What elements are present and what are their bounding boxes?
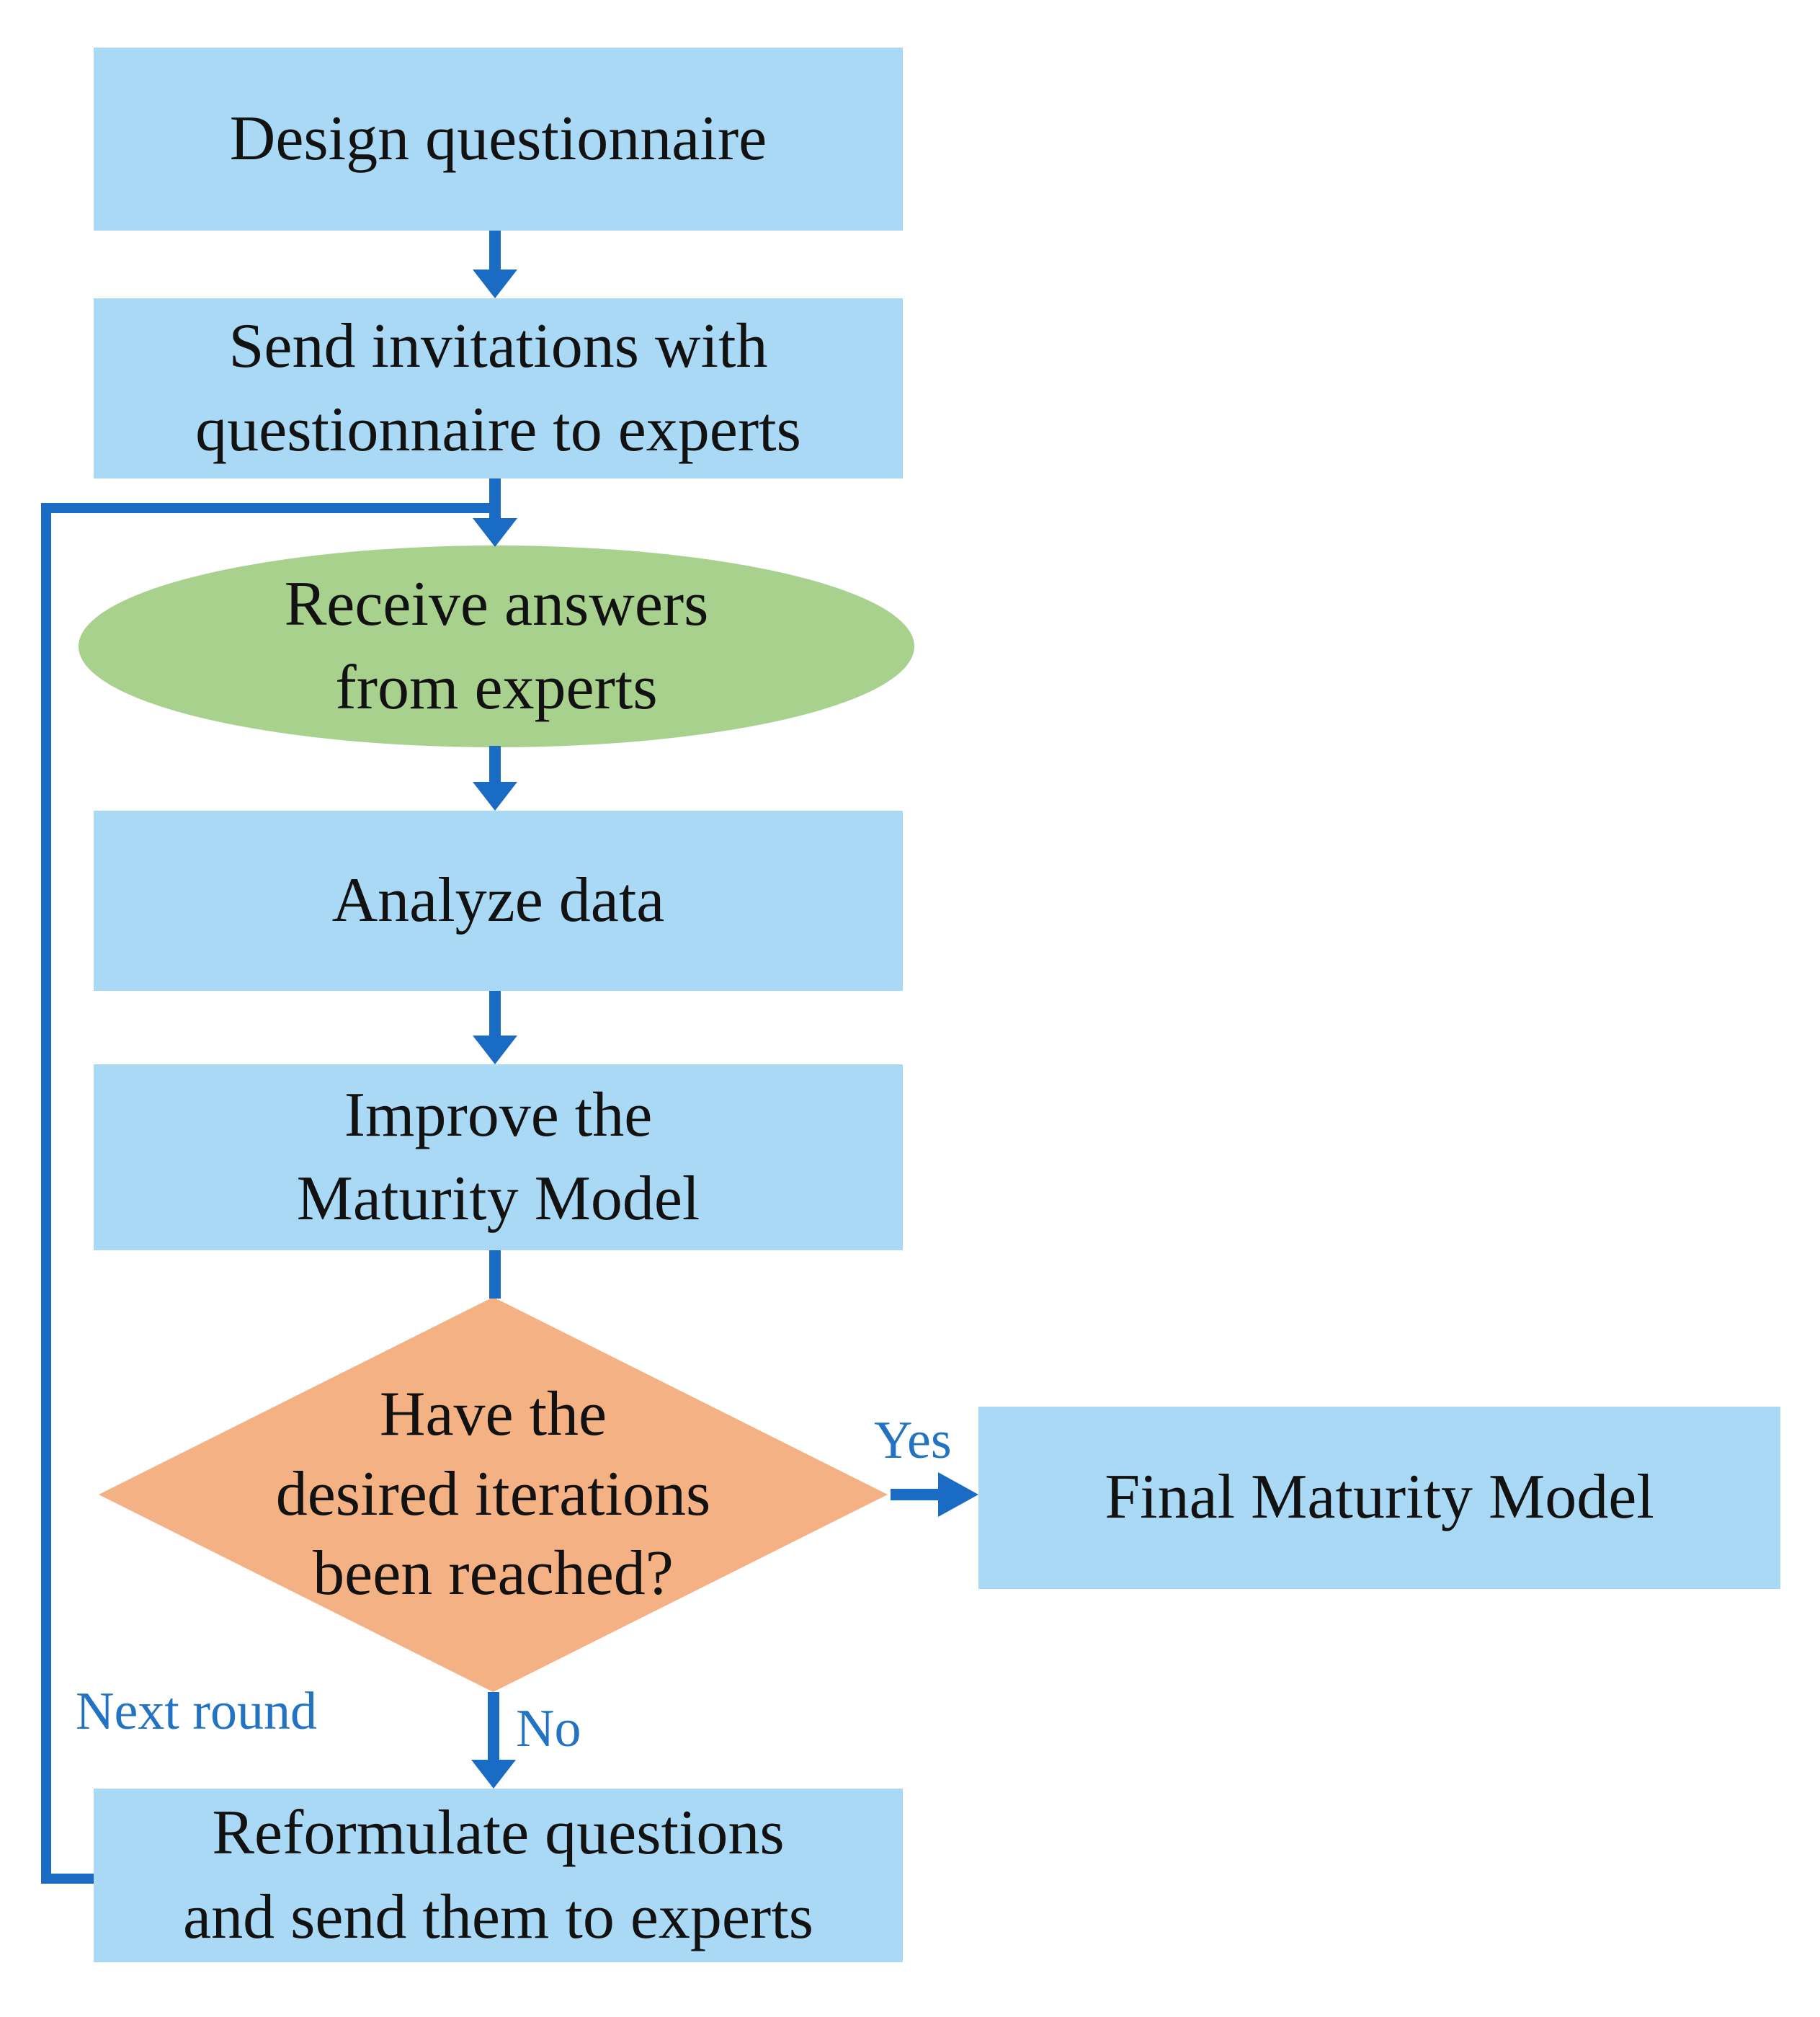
process-improve-maturity-model: Improve the Maturity Model [94, 1064, 903, 1250]
decision-iterations-reached-label: Have the desired iterations been reached… [275, 1379, 711, 1609]
arrow-send-to-receive-head [473, 518, 517, 547]
process-design-questionnaire-label: Design questionnaire [229, 103, 767, 174]
arrow-decision-yes-shaft [891, 1489, 941, 1500]
arrow-send-to-receive-shaft [489, 478, 501, 520]
process-analyze-data: Analyze data [94, 811, 903, 991]
edge-label-next-round: Next round [76, 1682, 317, 1741]
loop-next-round-vertical-segment [41, 503, 51, 1884]
edge-label-no: No [516, 1699, 581, 1758]
process-send-invitations-label: Send invitations with questionnaire to e… [195, 311, 801, 465]
arrow-receive-to-analyze-head [473, 782, 517, 811]
arrow-decision-no-shaft [488, 1692, 499, 1760]
arrow-analyze-to-improve-shaft [489, 991, 501, 1036]
ellipse-receive-answers: Receive answers from experts [79, 546, 914, 747]
process-analyze-data-label: Analyze data [331, 865, 665, 935]
arrow-decision-yes-head [938, 1472, 978, 1517]
arrow-design-to-send-head [473, 270, 517, 298]
loop-next-round-top-segment [41, 503, 495, 513]
loop-next-round-bottom-segment [41, 1874, 94, 1884]
edge-label-yes: Yes [874, 1411, 952, 1470]
ellipse-receive-answers-label: Receive answers from experts [284, 569, 709, 723]
arrow-receive-to-analyze-shaft [489, 746, 501, 782]
arrow-design-to-send-shaft [489, 231, 501, 271]
arrow-decision-no-head [471, 1760, 516, 1789]
process-reformulate-questions: Reformulate questions and send them to e… [94, 1789, 903, 1962]
decision-iterations-reached: Have the desired iterations been reached… [99, 1297, 888, 1692]
arrow-analyze-to-improve-head [473, 1036, 517, 1064]
line-improve-to-decision [489, 1250, 501, 1299]
process-improve-maturity-model-label: Improve the Maturity Model [296, 1079, 700, 1234]
process-final-maturity-model: Final Maturity Model [978, 1407, 1780, 1589]
process-reformulate-questions-label: Reformulate questions and send them to e… [183, 1798, 813, 1952]
process-send-invitations: Send invitations with questionnaire to e… [94, 298, 903, 478]
process-final-maturity-model-label: Final Maturity Model [1105, 1462, 1654, 1533]
process-design-questionnaire: Design questionnaire [94, 48, 903, 231]
